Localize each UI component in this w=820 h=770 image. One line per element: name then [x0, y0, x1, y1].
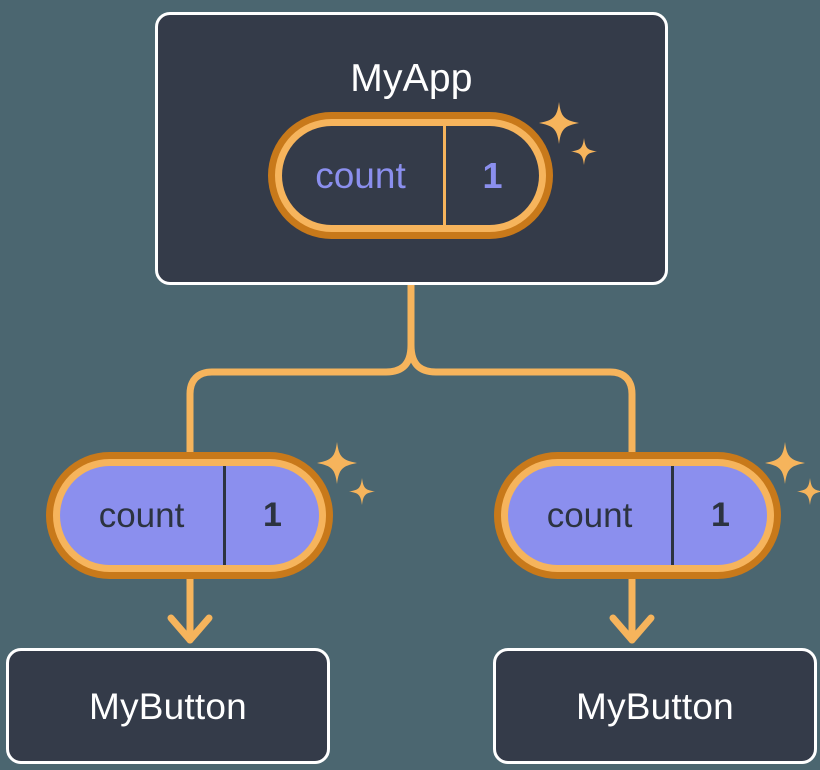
state-value-label: 1	[443, 126, 539, 225]
state-pill-ring-inner: count 1	[275, 119, 546, 232]
state-key-label: count	[98, 495, 185, 535]
arrow-down-icon-left	[167, 614, 213, 644]
arrow-down-icon-right	[609, 614, 655, 644]
state-pill-myapp[interactable]: count 1	[268, 112, 553, 239]
component-box-mybutton-right[interactable]: MyButton	[493, 648, 817, 764]
sparkle-four-point-large-icon	[765, 442, 805, 484]
component-box-mybutton-left[interactable]: MyButton	[6, 648, 330, 764]
sparkle-four-point-large-icon	[317, 442, 357, 484]
state-value-label: 1	[223, 466, 319, 565]
state-pill-body: count 1	[282, 126, 539, 225]
state-value-label: 1	[671, 466, 767, 565]
connector-branch-right	[407, 341, 636, 456]
state-pill-ring-inner: count 1	[501, 459, 774, 572]
component-label-mybutton-left: MyButton	[89, 686, 247, 727]
state-key-label: count	[546, 495, 633, 535]
state-pill-body: count 1	[60, 466, 319, 565]
component-label-myapp: MyApp	[350, 57, 473, 100]
sparkle-four-point-small-icon	[797, 478, 820, 505]
state-pill-body: count 1	[508, 466, 767, 565]
state-pill-left[interactable]: count 1	[46, 452, 333, 579]
state-pill-ring-inner: count 1	[53, 459, 326, 572]
sparkle-four-point-small-icon	[349, 478, 375, 505]
component-label-mybutton-right: MyButton	[576, 686, 734, 727]
state-pill-right[interactable]: count 1	[494, 452, 781, 579]
connector-branch-left	[186, 341, 415, 456]
state-key-label: count	[315, 154, 406, 196]
